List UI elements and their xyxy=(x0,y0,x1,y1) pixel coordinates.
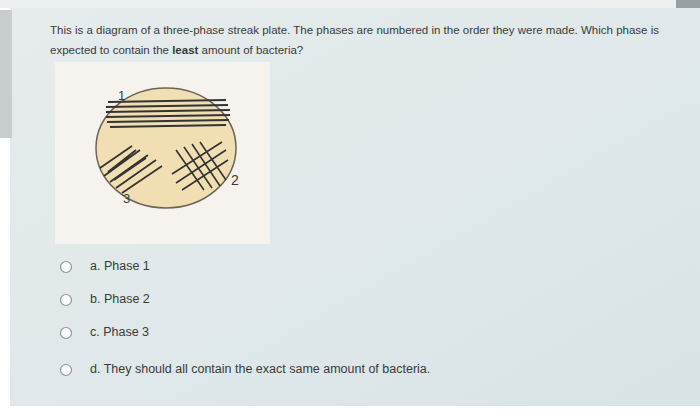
answer-option: c. Phase 3 xyxy=(90,325,149,339)
answer-option: b. Phase 2 xyxy=(90,292,150,306)
question-text: This is a diagram of a three-phase strea… xyxy=(50,24,659,56)
callout-number: 3 xyxy=(123,191,130,206)
answer-option: d. They should all contain the exact sam… xyxy=(90,362,430,376)
answer-option: a. Phase 1 xyxy=(90,259,150,273)
question-text: amount of bacteria? xyxy=(202,44,304,56)
callout-number: 1 xyxy=(118,88,125,103)
callout-number: 2 xyxy=(231,172,239,188)
question-text: This is a diagram of a three-phase strea… xyxy=(50,20,690,60)
question-emphasis: least xyxy=(172,44,198,56)
